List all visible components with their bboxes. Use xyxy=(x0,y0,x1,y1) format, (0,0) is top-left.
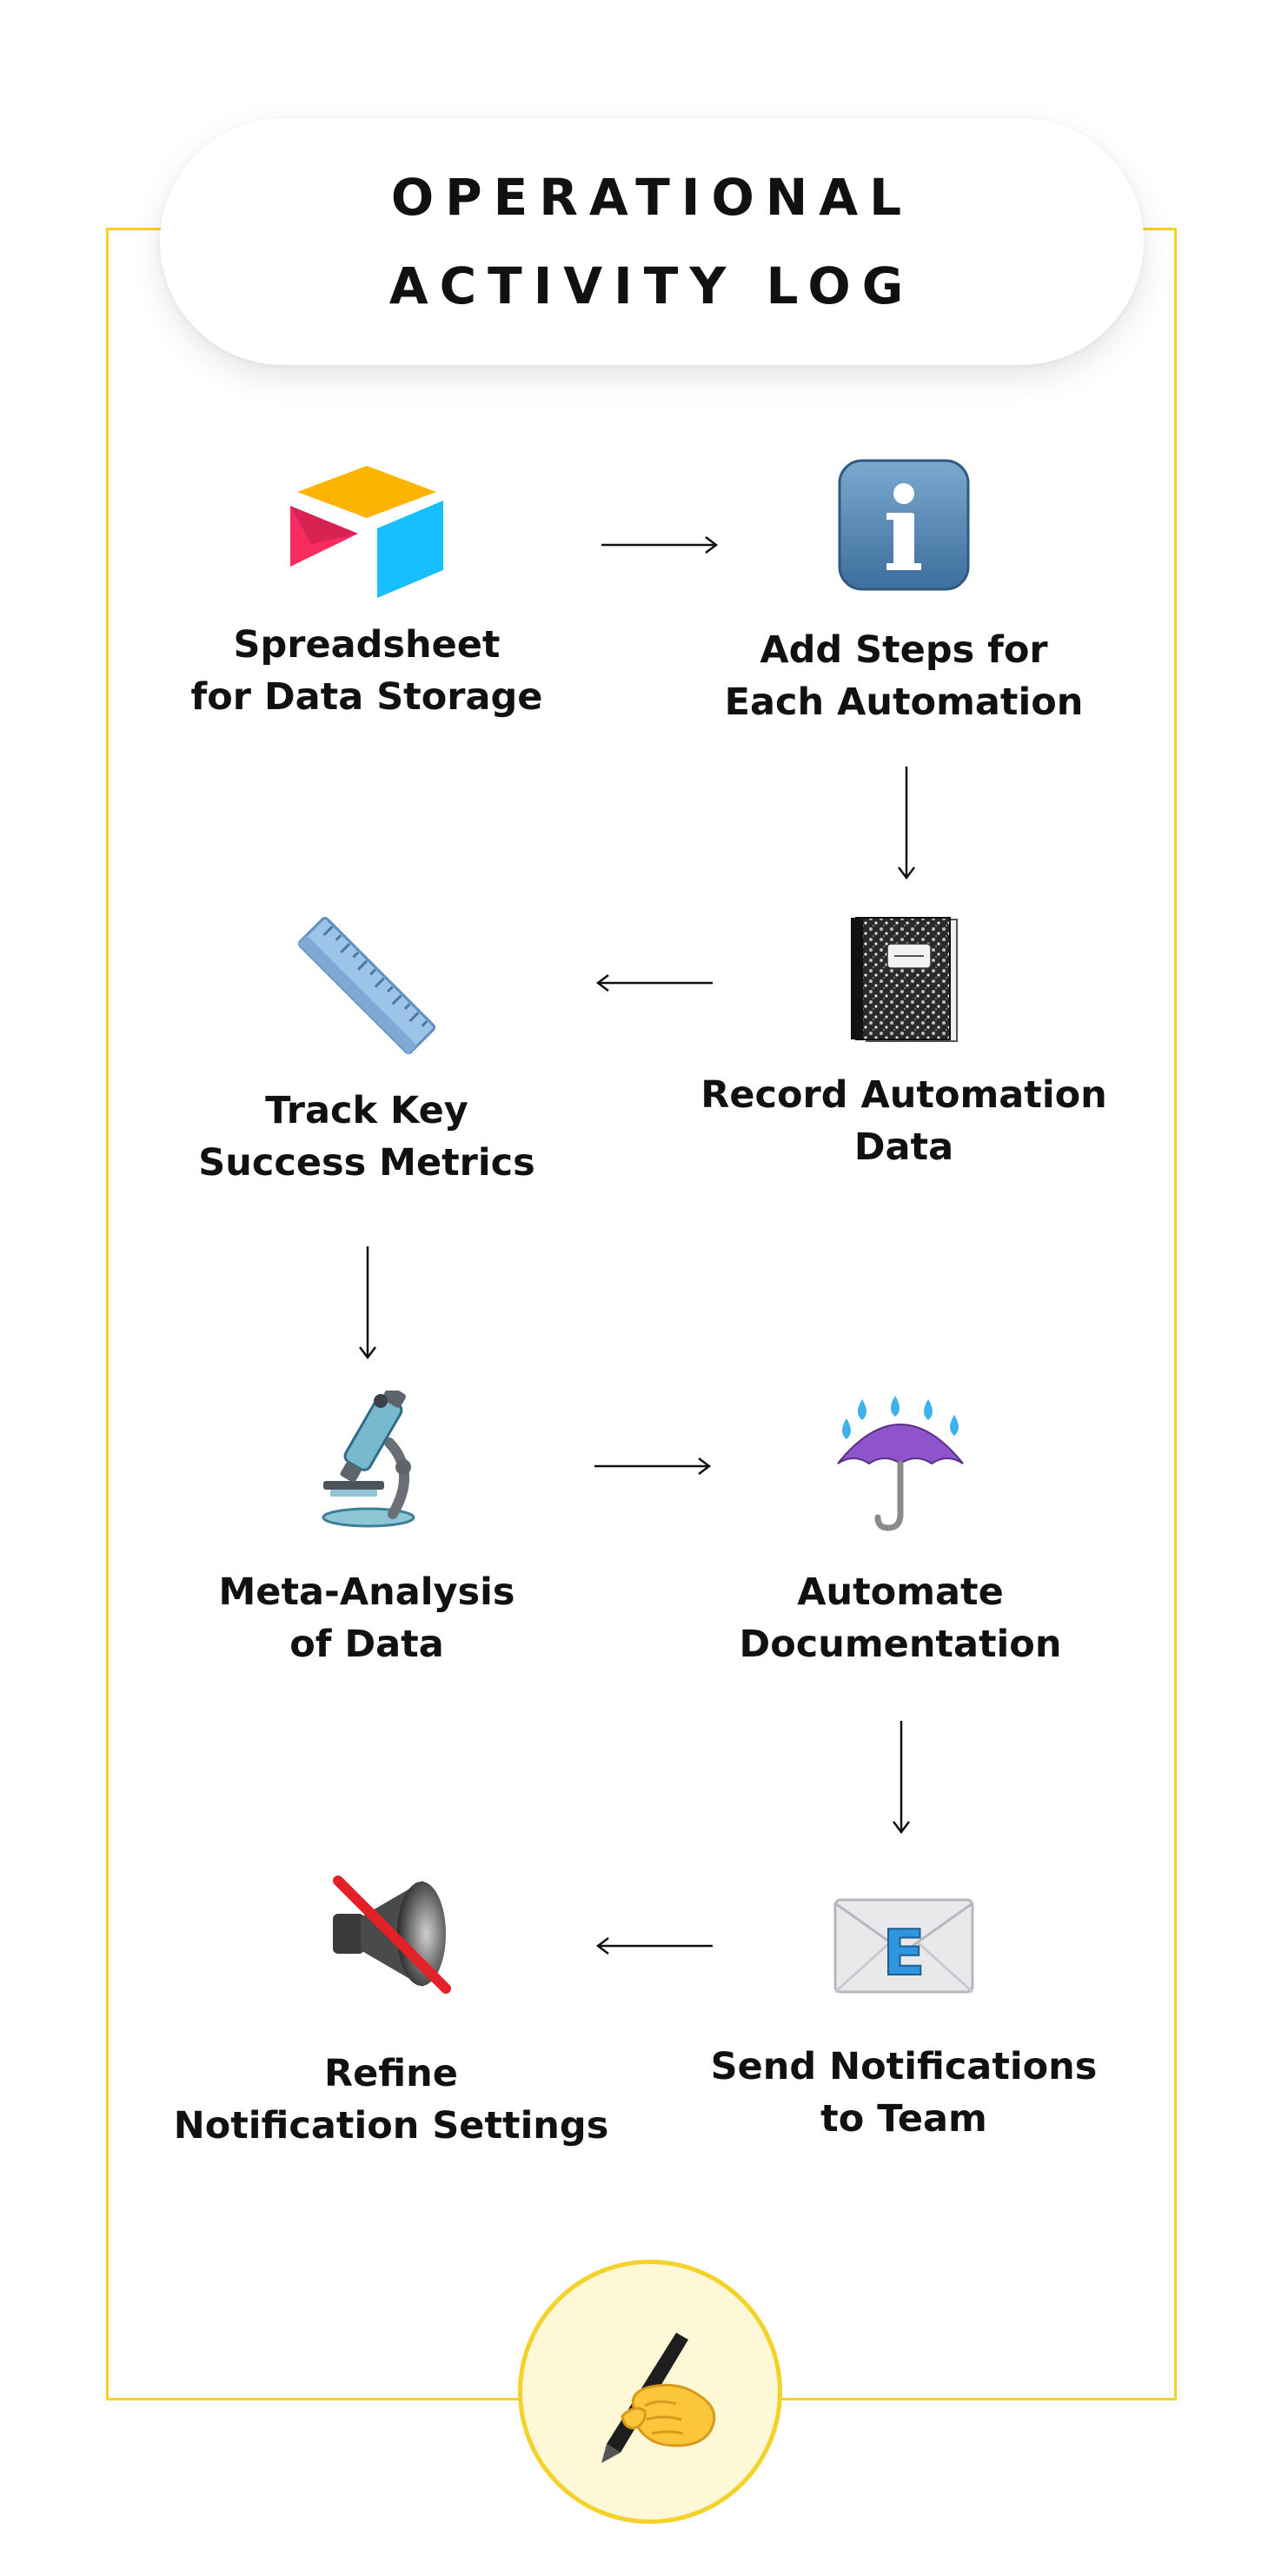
step-label: Meta-Analysis of Data xyxy=(218,1570,515,1666)
arrow-right-2 xyxy=(594,1457,712,1475)
title-banner: OPERATIONAL ACTIVITY LOG xyxy=(160,118,1144,365)
step-send-notifications: E Send Notifications to Team xyxy=(678,1895,1130,2145)
writing-hand-icon xyxy=(601,2333,716,2463)
microscope-icon xyxy=(322,1391,415,1528)
step-track-metrics: Track Key Success Metrics xyxy=(141,916,593,1189)
step-label: Automate Documentation xyxy=(739,1570,1062,1666)
step-label: Track Key Success Metrics xyxy=(198,1089,535,1185)
step-add-steps: Add Steps for Each Automation xyxy=(678,455,1130,728)
step-refine-settings: Refine Notification Settings xyxy=(165,1869,617,2152)
muted-speaker-icon xyxy=(333,1876,451,1994)
arrow-down-1 xyxy=(898,767,915,880)
step-automate-docs: Automate Documentation xyxy=(674,1394,1126,1670)
step-record-data: Record Automation Data xyxy=(678,916,1130,1173)
arrow-left-2 xyxy=(595,1937,713,1955)
step-spreadsheet: Spreadsheet for Data Storage xyxy=(141,459,593,723)
step-label: Record Automation Data xyxy=(700,1073,1107,1169)
step-label: Send Notifications to Team xyxy=(710,2045,1098,2141)
information-icon xyxy=(838,459,970,591)
step-label: Refine Notification Settings xyxy=(173,2052,609,2148)
arrow-down-3 xyxy=(893,1721,910,1835)
notebook-icon xyxy=(851,917,958,1042)
step-meta-analysis: Meta-Analysis of Data xyxy=(141,1391,593,1670)
arrow-left-1 xyxy=(595,974,713,992)
step-label: Spreadsheet for Data Storage xyxy=(190,623,543,719)
footer-badge xyxy=(518,2260,782,2524)
svg-text:E: E xyxy=(882,1916,925,1989)
step-label: Add Steps for Each Automation xyxy=(724,628,1084,724)
page-title: OPERATIONAL ACTIVITY LOG xyxy=(388,168,915,315)
envelope-icon: E xyxy=(833,1898,974,1994)
arrow-down-2 xyxy=(359,1246,376,1360)
airtable-logo-icon xyxy=(290,466,443,598)
ruler-icon xyxy=(297,916,436,1055)
umbrella-rain-icon xyxy=(837,1396,964,1531)
arrow-right-1 xyxy=(601,536,719,554)
